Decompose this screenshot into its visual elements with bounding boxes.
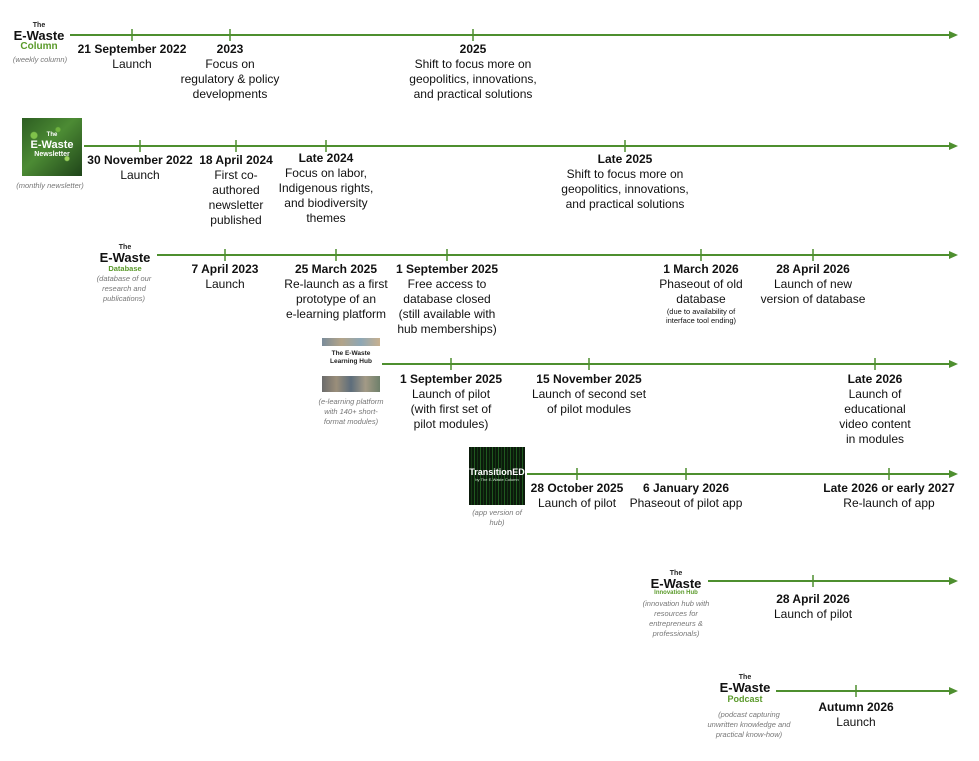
transitioned-event-phaseout: 6 January 2026 Phaseout of pilot app bbox=[629, 481, 743, 510]
newsletter-event-late-2024: Late 2024 Focus on labor, Indigenous rig… bbox=[278, 151, 374, 225]
learning-hub-arrowhead bbox=[949, 360, 958, 368]
transitioned-event-pilot: 28 October 2025 Launch of pilot bbox=[530, 481, 624, 510]
newsletter-arrowhead bbox=[949, 142, 958, 150]
innovation-hub-event-pilot: 28 April 2026 Launch of pilot bbox=[773, 592, 853, 621]
newsletter-event-late-2025: Late 2025 Shift to focus more on geopoli… bbox=[561, 152, 689, 211]
column-logo: The E-Waste Column bbox=[13, 22, 65, 52]
learning-hub-event-pilot: 1 September 2025 Launch of pilot (with f… bbox=[399, 372, 503, 431]
database-arrowhead bbox=[949, 251, 958, 259]
database-event-relaunch: 25 March 2025 Re-launch as a first proto… bbox=[284, 262, 388, 321]
newsletter-event-launch: 30 November 2022 Launch bbox=[87, 153, 193, 182]
column-event-2023: 2023 Focus on regulatory & policy develo… bbox=[180, 42, 280, 101]
podcast-logo: The E-Waste Podcast bbox=[719, 674, 771, 704]
learning-hub-description: (e-learning platform with 140+ short-for… bbox=[318, 397, 384, 426]
transitioned-description: (app version of hub) bbox=[472, 508, 522, 527]
column-description: (weekly column) bbox=[12, 55, 68, 64]
transitioned-event-relaunch: Late 2026 or early 2027 Re-launch of app bbox=[823, 481, 955, 510]
database-event-new-version: 28 April 2026 Launch of new version of d… bbox=[760, 262, 866, 306]
podcast-description: (podcast capturing unwritten knowledge a… bbox=[707, 710, 791, 739]
column-event-launch: 21 September 2022 Launch bbox=[77, 42, 187, 71]
newsletter-event-coauthored: 18 April 2024 First co- authored newslet… bbox=[199, 153, 273, 227]
database-description: (database of our research and publicatio… bbox=[96, 274, 152, 303]
newsletter-description: (monthly newsletter) bbox=[16, 181, 84, 190]
podcast-event-launch: Autumn 2026 Launch bbox=[818, 700, 894, 729]
transitioned-arrowhead bbox=[949, 470, 958, 478]
newsletter-logo: The E-Waste Newsletter bbox=[22, 118, 82, 176]
innovation-hub-logo: The E-Waste Innovation Hub bbox=[650, 570, 702, 596]
database-logo: The E-Waste Database bbox=[99, 244, 151, 273]
learning-hub-event-second-set: 15 November 2025 Launch of second set of… bbox=[531, 372, 647, 416]
database-event-launch: 7 April 2023 Launch bbox=[191, 262, 259, 291]
learning-hub-event-video: Late 2026 Launch of educational video co… bbox=[839, 372, 911, 446]
column-arrowhead bbox=[949, 31, 958, 39]
database-event-phaseout: 1 March 2026 Phaseout of old database (d… bbox=[659, 262, 743, 325]
podcast-arrowhead bbox=[949, 687, 958, 695]
transitioned-logo: TransitionED by The E-Waste Column bbox=[469, 447, 525, 505]
column-event-2025: 2025 Shift to focus more on geopolitics,… bbox=[409, 42, 537, 101]
database-event-access-closed: 1 September 2025 Free access to database… bbox=[395, 262, 499, 336]
learning-hub-logo: The E-Waste Learning Hub bbox=[322, 338, 380, 392]
innovation-hub-description: (innovation hub with resources for entre… bbox=[642, 599, 710, 638]
innovation-hub-arrowhead bbox=[949, 577, 958, 585]
